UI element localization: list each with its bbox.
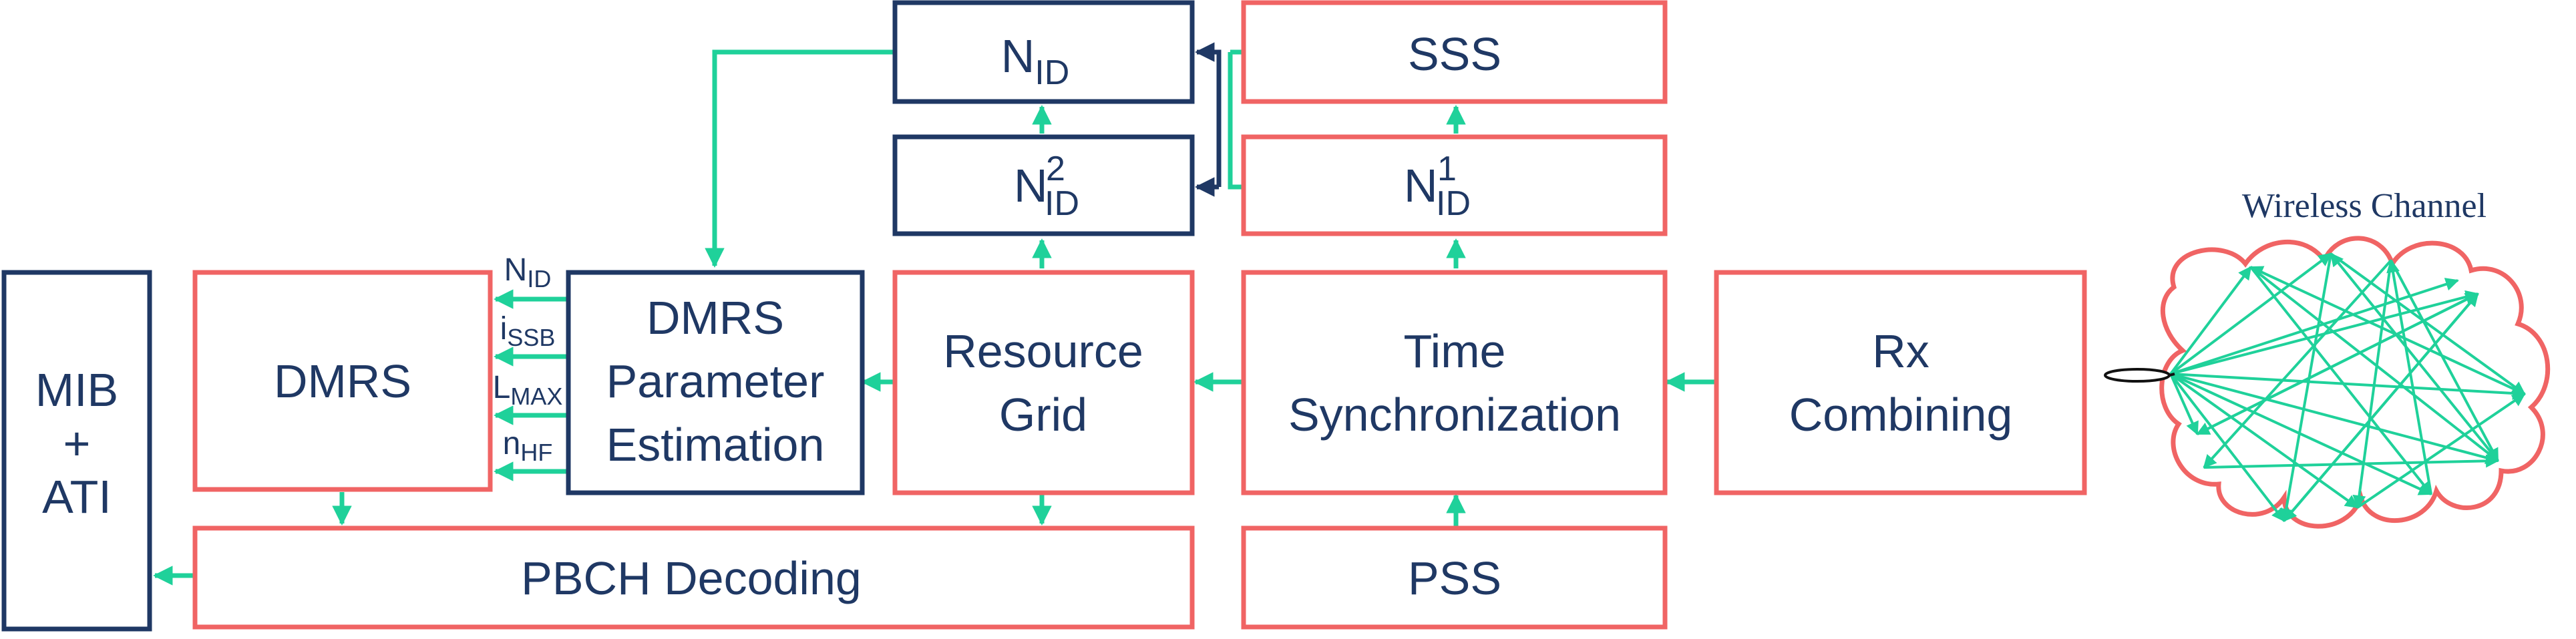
pbch-label: PBCH Decoding — [521, 552, 862, 604]
blocks — [1, 0, 2087, 632]
sss-block — [1241, 0, 1668, 104]
arrow-sss-to-nid — [1195, 42, 1222, 187]
param-label-issb: iSSB — [500, 311, 556, 351]
time-sync-line2: Synchronization — [1288, 389, 1621, 441]
pss-label: PSS — [1408, 552, 1501, 604]
param-label-lmax: LMAX — [493, 370, 563, 410]
mib-line2: + — [63, 417, 91, 469]
dmrs-param-line3: Estimation — [606, 419, 825, 471]
sss-label: SSS — [1408, 28, 1501, 80]
mib-line1: MIB — [35, 364, 118, 416]
nid2-label: N — [1014, 160, 1048, 212]
channel-rays — [2169, 252, 2526, 522]
pbch-block — [192, 525, 1195, 630]
resource-grid-line1: Resource — [943, 325, 1143, 377]
channel-title: Wireless Channel — [2242, 187, 2487, 225]
dmrs-param-block — [566, 270, 865, 495]
labels: NID SSS N 2 ID N 1 ID MIB + ATI DMRS DMR… — [35, 28, 2013, 604]
antenna-feed — [2169, 373, 2175, 377]
param-label-nhf: nHF — [503, 426, 553, 466]
time-sync-line1: Time — [1404, 325, 1506, 377]
mib-ati-block — [1, 270, 152, 632]
time-sync-block — [1241, 270, 1668, 495]
wireless-channel: Wireless Channel — [2104, 187, 2551, 529]
rx-line2: Combining — [1789, 389, 2013, 441]
nid2-sub: ID — [1045, 184, 1079, 223]
pss-block — [1241, 525, 1668, 630]
dark-connections — [1195, 42, 1222, 197]
dmrs-label: DMRS — [274, 355, 411, 407]
resource-grid-line2: Grid — [999, 389, 1087, 441]
resource-grid-block — [892, 270, 1195, 495]
nid2-sup: 2 — [1046, 150, 1065, 188]
dmrs-param-line1: DMRS — [647, 292, 784, 344]
dmrs-param-labels: NID iSSB LMAX nHF — [493, 252, 563, 466]
mib-line3: ATI — [42, 471, 112, 523]
channel-cloud — [2159, 236, 2551, 529]
nid1-block — [1241, 134, 1668, 236]
dmrs-param-line2: Parameter — [606, 355, 825, 407]
dmrs-block — [192, 270, 493, 492]
nid2-block — [892, 134, 1195, 236]
rx-line1: Rx — [1872, 325, 1929, 377]
nid1-sub: ID — [1436, 184, 1471, 223]
param-label-nid: NID — [504, 252, 552, 292]
nid-block — [892, 0, 1195, 104]
rx-antenna-icon — [2104, 368, 2171, 383]
arrow-nid-to-dmrs-param — [705, 49, 895, 268]
nid1-label: N — [1404, 160, 1438, 212]
nid1-sup: 1 — [1437, 150, 1457, 188]
nid-label: NID — [1001, 30, 1070, 92]
rx-combining-block — [1714, 270, 2087, 495]
arrow-nid1-to-nid2-green — [1228, 52, 1246, 190]
connections — [153, 49, 1715, 586]
